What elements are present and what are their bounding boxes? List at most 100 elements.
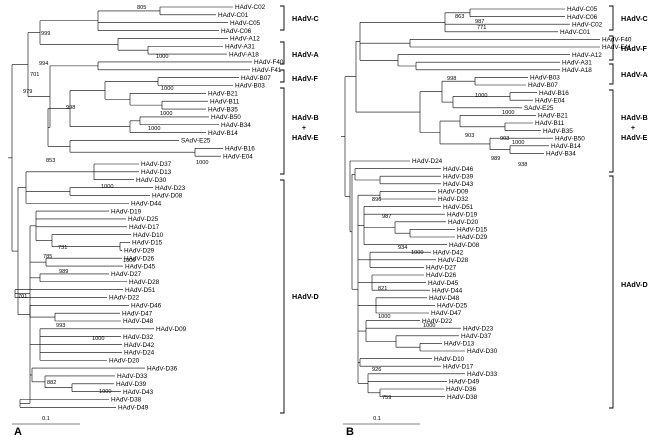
tip-label: HAdV-D24: [124, 350, 155, 357]
tip-label: HAdV-D30: [467, 348, 498, 355]
bootstrap-value: 731: [58, 245, 67, 251]
clade-label-plus: +: [631, 123, 635, 132]
tip-label: HAdV-D36: [147, 365, 178, 372]
tip-labels: HAdV-C02HAdV-C01HAdV-C05HAdV-C06HAdV-A12…: [109, 4, 284, 411]
tip-label: HAdV-C02: [235, 4, 266, 11]
tip-label: HAdV-D20: [448, 219, 479, 226]
bootstrap-value: 1000: [196, 160, 208, 166]
bootstrap-value: 979: [23, 89, 32, 95]
tip-label: HAdV-D30: [136, 177, 167, 184]
bootstrap-value: 987: [382, 214, 391, 220]
bootstrap-value: 759: [382, 395, 391, 401]
bootstrap-value: 1000: [423, 323, 435, 329]
tip-label: HAdV-D47: [122, 310, 153, 317]
tip-label: HAdV-D37: [141, 161, 172, 168]
tip-label: HAdV-B14: [551, 143, 581, 150]
tip-label: HAdV-D43: [443, 181, 474, 188]
bootstrap-value: 821: [378, 286, 387, 292]
bootstrap-value: 785: [43, 254, 52, 260]
clade-bracket: [280, 87, 285, 175]
panel-label-a: A: [14, 426, 22, 437]
scale-bar: 0.1: [12, 416, 80, 425]
clade-label: HAdV-A: [292, 50, 319, 59]
tip-label: HAdV-D45: [428, 280, 459, 287]
tip-label: HAdV-C05: [567, 6, 598, 13]
tip-label: HAdV-D27: [111, 271, 142, 278]
bootstrap-value: 1000: [148, 126, 160, 132]
bootstrap-value: 863: [455, 14, 464, 20]
bootstrap-value: 853: [46, 158, 55, 164]
tree-panel-a: HAdV-C02HAdV-C01HAdV-C05HAdV-C06HAdV-A12…: [8, 4, 319, 437]
bootstrap-value: 1000: [475, 93, 487, 99]
tip-label: HAdV-A31: [562, 59, 592, 66]
bootstrap-labels: 9877718639981000100090310009039389898969…: [372, 14, 527, 401]
tip-label: HAdV-D46: [131, 303, 162, 310]
tip-label: HAdV-B35: [208, 106, 238, 113]
bootstrap-value: 701: [18, 294, 27, 300]
bootstrap-value: 999: [41, 31, 50, 37]
tip-label: HAdV-D26: [124, 255, 155, 262]
tip-label: HAdV-D49: [118, 405, 149, 412]
tip-label: HAdV-D25: [437, 303, 468, 310]
tip-label: HAdV-D22: [109, 295, 140, 302]
clade-bracket: [280, 5, 285, 31]
tip-label: HAdV-D15: [132, 240, 163, 247]
tip-label: HAdV-B50: [211, 114, 241, 121]
clade-label: HAdV-B: [292, 113, 319, 122]
tip-label: SAdV-E25: [181, 138, 211, 145]
bootstrap-value: 701: [30, 72, 39, 78]
bootstrap-value: 1000: [99, 389, 111, 395]
tip-label: HAdV-D39: [443, 173, 474, 180]
tip-label: HAdV-D46: [443, 166, 474, 173]
bootstrap-value: 938: [518, 162, 527, 168]
bootstrap-value: 1000: [502, 110, 514, 116]
tip-label: HAdV-D51: [443, 204, 474, 211]
tip-label: HAdV-F41: [252, 67, 282, 74]
tip-label: HAdV-D09: [156, 326, 187, 333]
tip-label: HAdV-D38: [111, 397, 142, 404]
scale-bar: 0.1: [343, 416, 420, 425]
tip-label: HAdV-B03: [235, 83, 265, 90]
tip-label: HAdV-D28: [129, 279, 160, 286]
bootstrap-value: 1000: [512, 140, 524, 146]
tree-branches: [8, 6, 252, 408]
bootstrap-value: 1000: [411, 250, 423, 256]
tip-label: HAdV-B21: [538, 113, 568, 120]
tip-label: HAdV-B34: [221, 122, 251, 129]
tip-label: HAdV-F40: [602, 37, 632, 44]
tip-label: HAdV-D39: [116, 381, 147, 388]
scale-label: 0.1: [373, 416, 381, 422]
tip-label: HAdV-D47: [431, 310, 462, 317]
clade-bracket: [609, 175, 614, 409]
tip-label: HAdV-D36: [446, 386, 477, 393]
bootstrap-value: 1000: [161, 86, 173, 92]
clade-bracket: [609, 35, 614, 61]
tip-label: HAdV-B14: [208, 130, 238, 137]
tip-label: HAdV-F41: [602, 44, 632, 51]
tip-label: HAdV-D48: [123, 318, 154, 325]
tip-label: HAdV-C02: [572, 21, 603, 28]
tip-label: HAdV-A18: [229, 51, 259, 58]
clade-label: HAdV-D: [621, 280, 648, 289]
clade-bracket: [280, 69, 285, 83]
tip-label: HAdV-C01: [218, 12, 249, 19]
tip-label: HAdV-D17: [443, 363, 474, 370]
bootstrap-value: 1000: [378, 314, 390, 320]
tip-label: HAdV-D08: [449, 242, 480, 249]
bootstrap-value: 896: [372, 197, 381, 203]
tip-label: HAdV-B11: [535, 120, 565, 127]
tip-label: HAdV-D26: [426, 272, 457, 279]
tip-label: HAdV-A12: [230, 36, 260, 43]
tip-label: HAdV-E04: [535, 97, 565, 104]
tip-label: HAdV-D27: [426, 265, 457, 272]
tip-label: HAdV-C06: [221, 28, 252, 35]
tip-label: SAdV-E25: [524, 105, 554, 112]
tip-label: HAdV-D42: [433, 249, 464, 256]
bootstrap-value: 1000: [101, 184, 113, 190]
tip-labels: HAdV-C05HAdV-C06HAdV-C02HAdV-C01HAdV-F40…: [412, 6, 632, 401]
clade-label-plus: +: [302, 123, 306, 132]
clade-label: HAdV-C: [621, 14, 648, 23]
bootstrap-value: 926: [372, 367, 381, 373]
clade-label: HAdV-F: [292, 74, 319, 83]
